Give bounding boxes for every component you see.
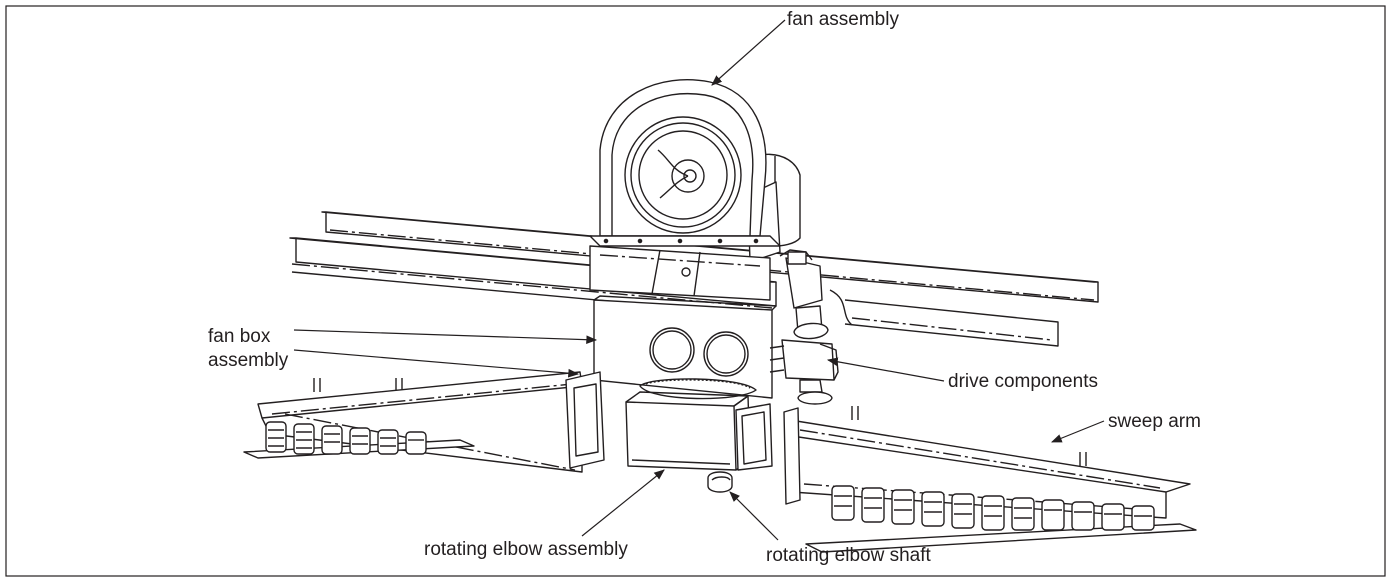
leader-rotating-elbow-assembly xyxy=(581,469,665,537)
figure-frame xyxy=(5,5,1386,577)
leader-sweep-arm xyxy=(1050,420,1105,443)
drive-components xyxy=(769,249,839,405)
leader-fan-assembly xyxy=(711,19,786,86)
left-arm-springs xyxy=(265,421,427,455)
label-rotating-elbow-shaft: rotating elbow shaft xyxy=(766,545,931,566)
leader-fan-box-assembly-2 xyxy=(293,349,580,378)
rotating-elbow-assembly xyxy=(625,391,773,471)
rotating-elbow-shaft xyxy=(707,471,733,493)
right-sweep-arm xyxy=(783,406,1197,553)
label-fan-box-assembly: fan box assembly xyxy=(208,325,288,373)
label-fan-box-assembly-line1: fan box xyxy=(208,326,271,347)
label-sweep-arm: sweep arm xyxy=(1108,411,1201,432)
leader-rotating-elbow-shaft xyxy=(729,491,779,541)
label-drive-components: drive components xyxy=(948,371,1098,392)
leader-fan-box-assembly xyxy=(293,329,598,344)
leader-drive-components xyxy=(826,357,945,382)
label-fan-assembly: fan assembly xyxy=(787,9,899,30)
left-sweep-arm xyxy=(243,371,605,473)
right-arm-springs xyxy=(831,485,1155,531)
fan-box-assembly xyxy=(589,245,777,400)
label-rotating-elbow-assembly: rotating elbow assembly xyxy=(424,539,628,560)
fan-assembly xyxy=(589,79,801,263)
label-fan-box-assembly-line2: assembly xyxy=(208,350,289,371)
